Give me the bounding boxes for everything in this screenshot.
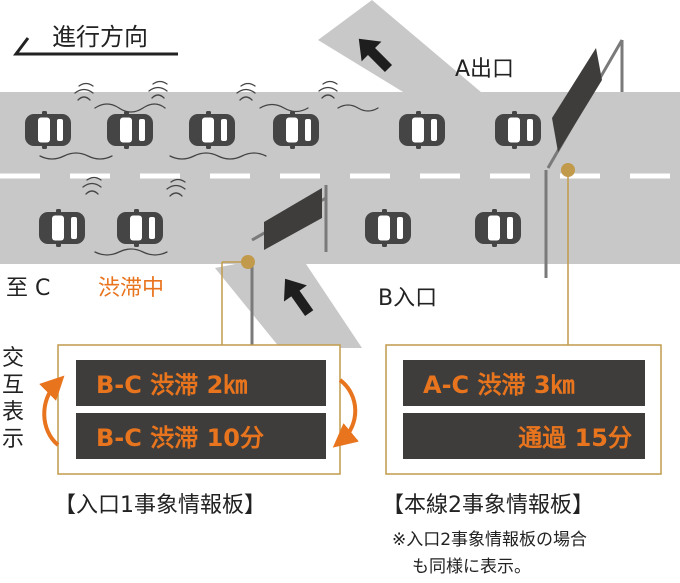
mainline-board-display-2	[403, 413, 645, 459]
alternate-char-1: 交	[2, 346, 24, 371]
entrance-arrow-icon	[283, 278, 314, 316]
mainline-sign-structure	[544, 39, 624, 278]
car-icon	[475, 209, 521, 247]
vibration-line	[337, 104, 379, 112]
entrance-board-line1: B-C 渋滞 2㎞	[96, 371, 247, 399]
entrance-board-line2: B-C 渋滞 10分	[96, 424, 264, 452]
direction-label: 進行方向	[52, 23, 148, 51]
vibration-line	[94, 248, 168, 256]
exit-ramp-a	[318, 0, 488, 98]
alternate-arrow-left-icon	[39, 375, 65, 447]
entrance-sign-structure	[241, 185, 328, 345]
direction-indicator: 進行方向	[13, 23, 178, 56]
car-icon	[273, 111, 319, 149]
car-icon	[189, 111, 235, 149]
car-icon	[117, 209, 163, 247]
entrance-board-display-2	[76, 413, 326, 459]
note-line-2: も同様に表示。	[412, 557, 531, 577]
congestion-marks	[39, 80, 379, 256]
direction-arrow-icon	[13, 37, 178, 56]
car-icon	[107, 111, 153, 149]
vibration-line	[94, 103, 166, 113]
entrance-sign-panel	[264, 188, 322, 250]
vibration-line	[169, 152, 267, 160]
note-line-1: ※入口2事象情報板の場合	[392, 530, 587, 550]
car-icon	[495, 111, 541, 149]
mainline-board-caption: 【本線2事象情報板】	[382, 493, 594, 518]
mainline-board-line2: 通過 15分	[518, 424, 632, 452]
congestion-label: 渋滞中	[98, 276, 164, 301]
entrance-ramp-b	[215, 252, 362, 348]
car-icon	[399, 111, 445, 149]
alternate-arrow-right-icon	[332, 378, 359, 448]
mainline-board-display-1	[403, 360, 645, 406]
entrance-board-display-1	[76, 360, 326, 406]
vibration-line	[39, 152, 113, 160]
vibration-line	[259, 103, 309, 113]
exhaust-icon	[236, 82, 256, 101]
exhaust-icon	[82, 176, 102, 195]
car-icon	[39, 209, 85, 247]
exit-a-label: A出口	[455, 57, 514, 82]
to-c-label: 至 C	[6, 276, 50, 301]
mainline-sign-panel	[552, 48, 602, 152]
exit-arrow-icon	[358, 38, 393, 73]
entrance-board-caption: 【入口1事象情報板】	[54, 493, 266, 518]
exhaust-icon	[166, 178, 186, 197]
entrance-b-label: B入口	[378, 286, 437, 311]
exhaust-icon	[148, 80, 168, 99]
car-icon	[25, 111, 71, 149]
exhaust-icon	[318, 80, 338, 99]
car-icon	[365, 209, 411, 247]
alternate-display-label: 交 互 表 示	[2, 346, 24, 452]
mainline-board-line1: A-C 渋滞 3㎞	[423, 371, 575, 399]
alternate-char-4: 示	[2, 427, 24, 452]
alternate-char-2: 互	[2, 373, 24, 398]
exhaust-icon	[74, 82, 94, 101]
alternate-char-3: 表	[2, 400, 24, 425]
